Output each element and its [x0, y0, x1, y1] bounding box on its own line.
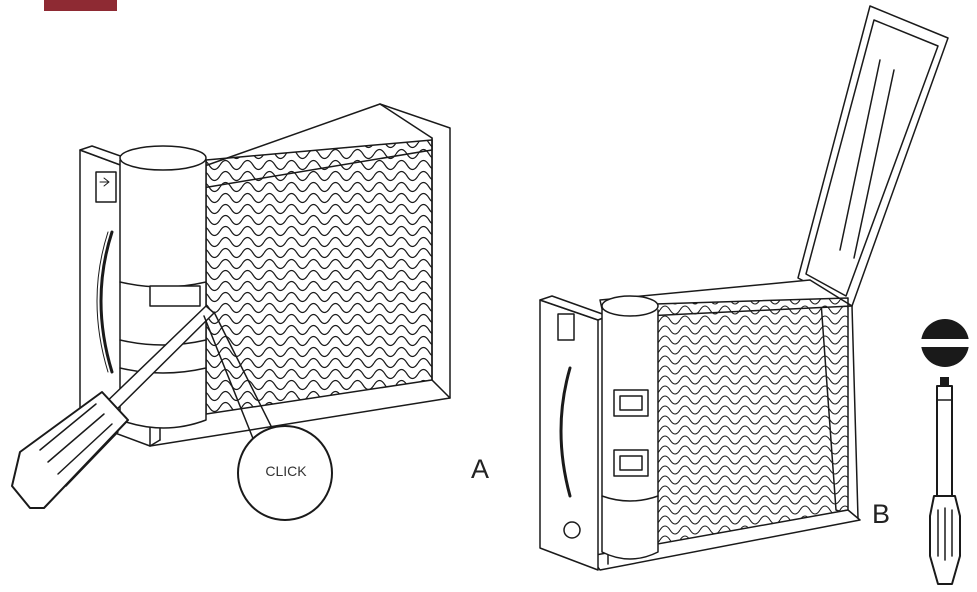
- humidifier-unit-a: [79, 103, 451, 447]
- panel-handle-b: [559, 366, 572, 498]
- click-callout-circle: [237, 425, 333, 521]
- flathead-screwdriver-icon: [929, 377, 961, 585]
- water-cylinder-a: [119, 145, 207, 429]
- screwdriver-a: [11, 305, 215, 509]
- open-lid-b: [797, 5, 949, 307]
- click-callout-text: CLICK: [265, 463, 307, 479]
- figure-label-b: B: [872, 499, 891, 529]
- humidifier-unit-b: [539, 5, 949, 571]
- evaporative-media-pad-b: [654, 297, 849, 549]
- header-color-tag: [44, 0, 117, 11]
- slot-screw-head-icon: [919, 319, 971, 367]
- water-cylinder-b: [601, 295, 659, 560]
- evaporative-media-pad-a: [205, 139, 433, 421]
- figure-label-a: A: [471, 454, 490, 484]
- panel-handle-a: [99, 230, 114, 374]
- warning-label-a: [95, 171, 117, 203]
